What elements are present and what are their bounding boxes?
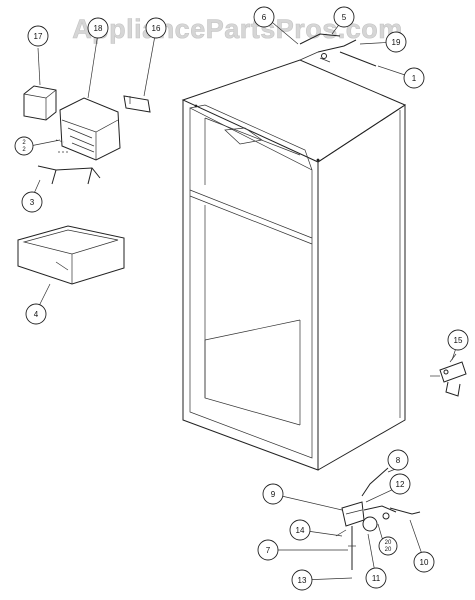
callout-19: 19 xyxy=(385,31,407,53)
callout-17: 17 xyxy=(27,25,49,47)
svg-text:6: 6 xyxy=(262,13,267,22)
callout-3: 3 xyxy=(21,191,43,213)
callout-20: 20 20 xyxy=(378,536,398,556)
callout-8: 8 xyxy=(387,449,409,471)
svg-text:2: 2 xyxy=(22,140,26,146)
water-valve-assembly xyxy=(335,467,421,570)
svg-text:20: 20 xyxy=(385,540,392,546)
svg-text:15: 15 xyxy=(454,336,463,345)
svg-text:19: 19 xyxy=(392,38,401,47)
svg-text:13: 13 xyxy=(298,576,307,585)
water-tube-connector xyxy=(299,33,377,67)
svg-text:8: 8 xyxy=(396,456,401,465)
svg-text:14: 14 xyxy=(296,526,305,535)
callout-4: 4 xyxy=(25,303,47,325)
ice-maker-assembly xyxy=(23,85,151,185)
svg-text:3: 3 xyxy=(30,198,35,207)
svg-text:4: 4 xyxy=(34,310,39,319)
callout-15: 15 xyxy=(447,329,469,351)
callout-7: 7 xyxy=(257,539,279,561)
svg-text:10: 10 xyxy=(420,558,429,567)
callout-13: 13 xyxy=(291,569,313,591)
callout-10: 10 xyxy=(413,551,435,573)
ice-bucket xyxy=(17,225,125,285)
svg-text:20: 20 xyxy=(385,547,392,553)
callout-14: 14 xyxy=(289,519,311,541)
callout-1: 1 xyxy=(403,67,425,89)
callout-6: 6 xyxy=(253,6,275,28)
callout-11: 11 xyxy=(365,567,387,589)
callout-5: 5 xyxy=(333,6,355,28)
svg-text:11: 11 xyxy=(372,574,381,583)
svg-text:16: 16 xyxy=(152,24,161,33)
callout-16: 16 xyxy=(145,17,167,39)
callout-2: 2 2 xyxy=(14,136,34,156)
callout-9: 9 xyxy=(262,483,284,505)
svg-text:1: 1 xyxy=(412,74,417,83)
svg-text:5: 5 xyxy=(342,13,347,22)
svg-text:17: 17 xyxy=(34,32,43,41)
callout-12: 12 xyxy=(389,473,411,495)
svg-text:9: 9 xyxy=(271,490,276,499)
svg-text:7: 7 xyxy=(266,546,271,555)
svg-text:2: 2 xyxy=(22,147,26,153)
valve-assembly-side xyxy=(430,353,467,397)
svg-text:18: 18 xyxy=(94,24,103,33)
svg-text:12: 12 xyxy=(396,480,405,489)
cabinet xyxy=(181,59,407,471)
callout-18: 18 xyxy=(87,17,109,39)
